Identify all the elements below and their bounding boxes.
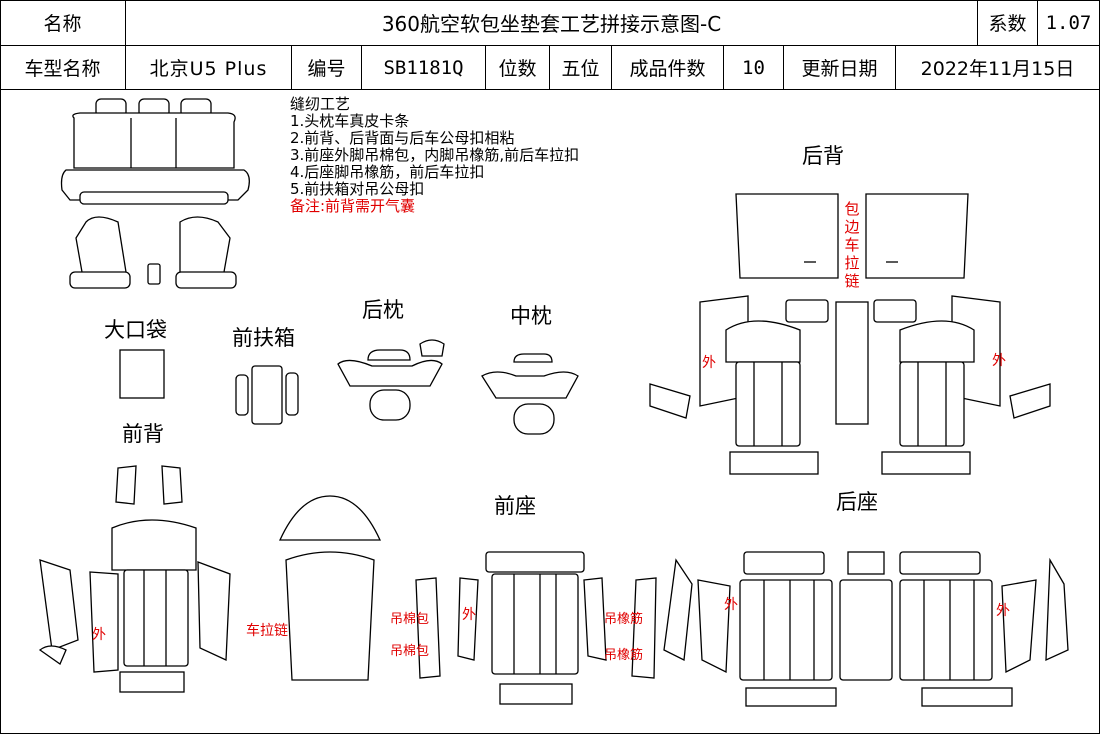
outer-label: 外 — [992, 353, 1006, 369]
code-value: SB1181Q — [362, 46, 486, 90]
section-front-armrest: 前扶箱 — [232, 326, 295, 350]
code-label: 编号 — [292, 46, 362, 90]
section-middle-headrest: 中枕 — [510, 304, 552, 328]
seat-overview — [60, 98, 250, 399]
seats-value: 五位 — [550, 46, 612, 90]
note-item: 2.前背、后背面与后车公母扣相粘 — [290, 129, 515, 147]
pieces-label: 成品件数 — [612, 46, 724, 90]
model-label: 车型名称 — [0, 46, 126, 90]
note-item: 1.头枕车真皮卡条 — [290, 112, 410, 130]
section-front-back: 前背 — [122, 422, 164, 446]
section-front-seat: 前座 — [494, 494, 536, 518]
rear-seat-parts — [663, 551, 1069, 707]
front-back-parts — [38, 465, 382, 693]
middle-headrest-parts — [481, 353, 579, 435]
note-item: 5.前扶箱对吊公母扣 — [290, 180, 425, 198]
note-item: 3.前座外脚吊棉包，内脚吊橡筋,前后车拉扣 — [290, 146, 580, 164]
outer-label: 外 — [702, 355, 716, 371]
page-title: 360航空软包坐垫套工艺拼接示意图-C — [126, 0, 978, 46]
name-label: 名称 — [0, 0, 126, 46]
coef-label: 系数 — [978, 0, 1038, 46]
cotton-label: 吊棉包 — [390, 644, 430, 659]
elastic-label: 吊橡筋 — [604, 612, 644, 627]
model-value: 北京U5 Plus — [126, 46, 292, 90]
outer-label: 外 — [996, 603, 1010, 619]
section-big-pocket: 大口袋 — [104, 318, 167, 342]
edge-zipper-label: 包边车拉链 — [844, 200, 860, 290]
notes-remark: 备注:前背需开气囊 — [290, 197, 416, 215]
section-rear-headrest: 后枕 — [362, 298, 404, 322]
pieces-value: 10 — [724, 46, 784, 90]
front-seat-parts — [415, 551, 657, 705]
rear-back-parts — [649, 193, 1051, 475]
rear-headrest-parts — [337, 339, 445, 421]
outer-label: 外 — [724, 597, 738, 613]
seats-label: 位数 — [486, 46, 550, 90]
section-rear-seat: 后座 — [836, 490, 878, 514]
front-armrest-parts — [235, 365, 299, 425]
cotton-label: 吊棉包 — [390, 612, 430, 627]
section-rear-back: 后背 — [802, 144, 844, 168]
date-label: 更新日期 — [784, 46, 896, 90]
outer-label: 外 — [92, 627, 106, 643]
zipper-label: 车拉链 — [246, 623, 288, 639]
sewing-notes: 缝纫工艺 1.头枕车真皮卡条 2.前背、后背面与后车公母扣相粘 3.前座外脚吊棉… — [290, 96, 579, 215]
notes-title: 缝纫工艺 — [290, 95, 351, 113]
elastic-label: 吊橡筋 — [604, 648, 644, 663]
outer-label: 外 — [462, 607, 476, 623]
note-item: 4.后座脚吊橡筋，前后车拉扣 — [290, 163, 485, 181]
